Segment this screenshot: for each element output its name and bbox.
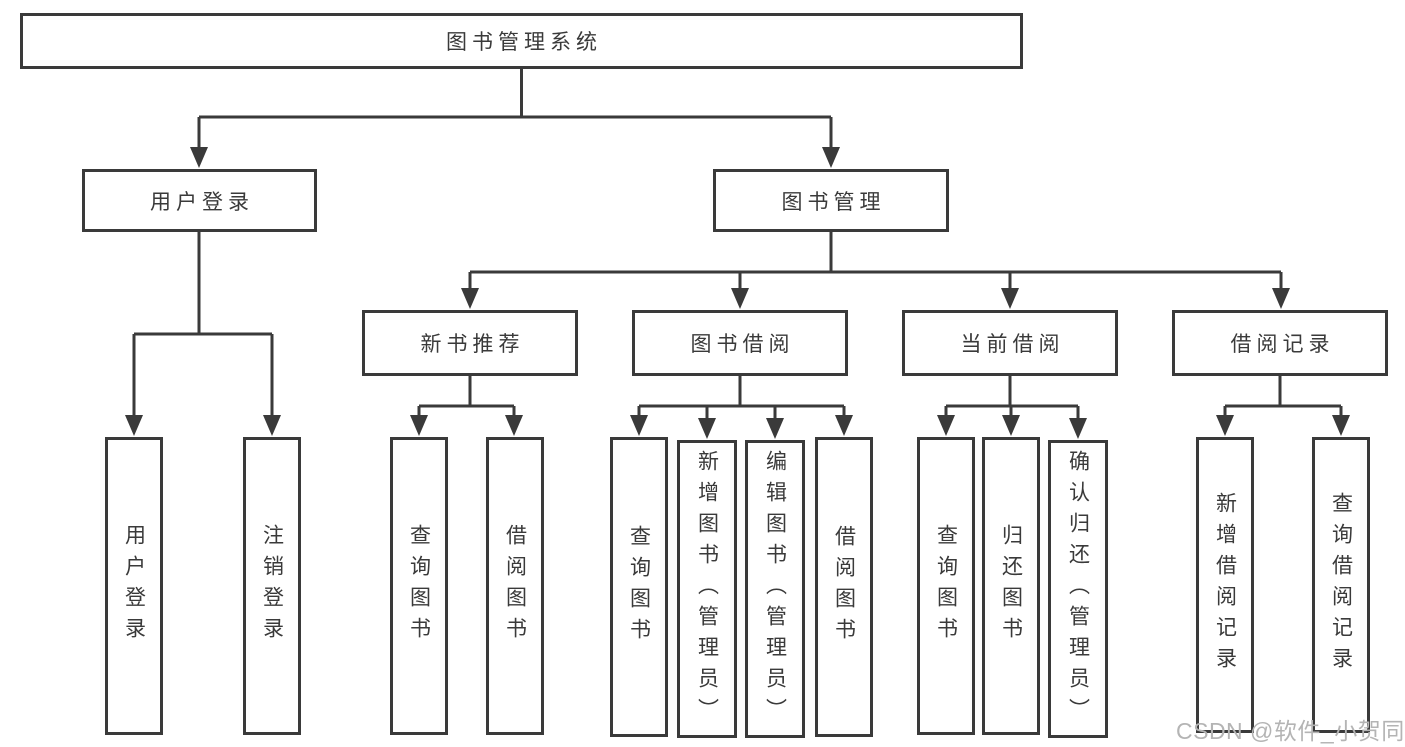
leaf-user-login: 用户登录: [105, 437, 163, 735]
leaf-newbook-borrow-books: 借阅图书: [486, 437, 544, 735]
leaf-newbook-query-books: 查询图书: [390, 437, 448, 735]
node-book-management: 图书管理: [713, 169, 949, 232]
leaf-records-query-borrow-record: 查询借阅记录: [1312, 437, 1370, 733]
leaf-borrow-borrow-books: 借阅图书: [815, 437, 873, 737]
leaf-current-query-books: 查询图书: [917, 437, 975, 735]
leaf-records-add-borrow-record: 新增借阅记录: [1196, 437, 1254, 733]
node-user-login-branch: 用户登录: [82, 169, 317, 232]
leaf-current-return-books: 归还图书: [982, 437, 1040, 735]
leaf-borrow-add-books-admin: 新增图书（管理员）: [677, 440, 737, 738]
node-borrow-records: 借阅记录: [1172, 310, 1388, 376]
leaf-current-confirm-return-admin: 确认归还（管理员）: [1048, 440, 1108, 738]
watermark-text: CSDN @软件_小贺同学: [1176, 718, 1405, 744]
node-new-book-recommend: 新书推荐: [362, 310, 578, 376]
leaf-logout: 注销登录: [243, 437, 301, 735]
node-book-borrow: 图书借阅: [632, 310, 848, 376]
leaf-borrow-edit-books-admin: 编辑图书（管理员）: [745, 440, 805, 738]
node-current-borrow: 当前借阅: [902, 310, 1118, 376]
leaf-borrow-query-books: 查询图书: [610, 437, 668, 737]
connector-arrowheads: [125, 147, 1350, 439]
connector-segments: [132, 69, 1343, 423]
node-library-management-system: 图书管理系统: [20, 13, 1023, 69]
